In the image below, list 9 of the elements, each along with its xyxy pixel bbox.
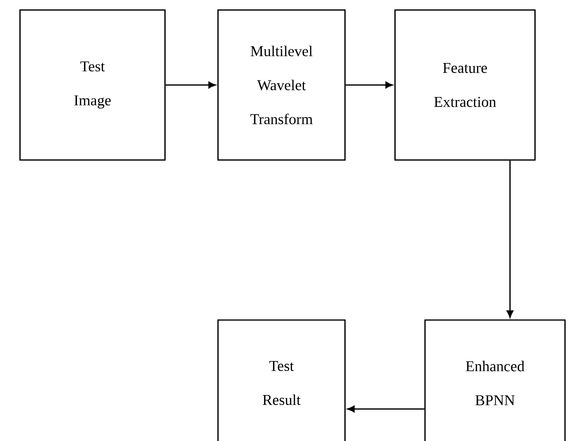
process-box: Enhanced BPNN (424, 319, 566, 441)
arrow (346, 82, 393, 88)
arrow (506, 160, 514, 318)
process-box: Test Result (217, 319, 346, 441)
arrow (347, 406, 424, 412)
process-box: Multilevel Wavelet Transform (217, 9, 346, 161)
process-box: Feature Extraction (394, 9, 536, 161)
arrow (166, 82, 216, 88)
process-box: Test Image (19, 9, 166, 161)
